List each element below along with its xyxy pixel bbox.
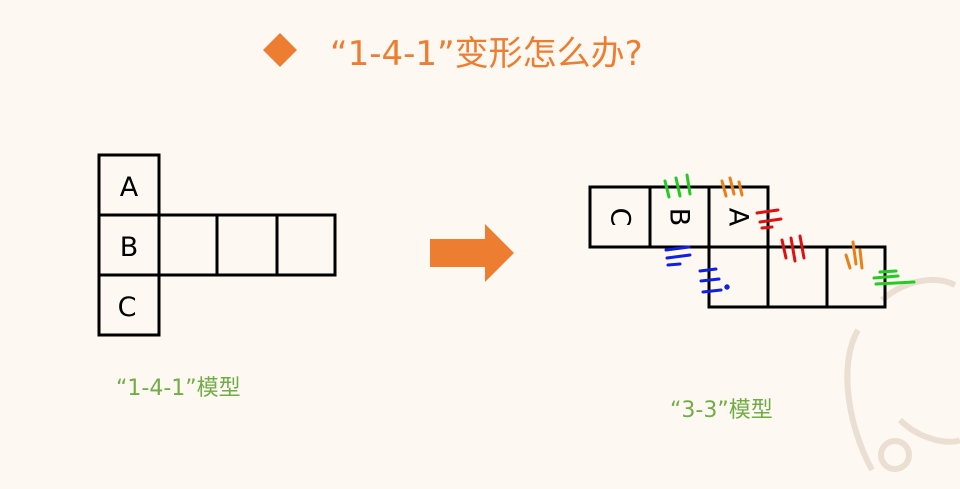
face-bottom-2 <box>766 245 829 309</box>
label-b-rotated: B <box>664 208 695 227</box>
face-row-3 <box>275 213 337 277</box>
label-c: C <box>118 292 137 323</box>
green-edge-marks-right <box>872 269 916 286</box>
label-b: B <box>120 232 139 263</box>
caption-1-4-1: “1-4-1”模型 <box>116 376 241 401</box>
caption-3-3: “3-3”模型 <box>670 398 773 423</box>
right-arrow-icon <box>430 224 514 282</box>
red-edge-marks-b <box>780 234 806 263</box>
label-a: A <box>120 172 139 203</box>
face-row-1 <box>157 213 219 277</box>
slide-title: “1-4-1”变形怎么办? <box>330 33 643 74</box>
orange-edge-marks-top <box>720 176 744 198</box>
net-3-3 <box>588 185 887 309</box>
face-row-2 <box>215 213 279 277</box>
label-a-rotated: A <box>723 208 754 227</box>
blue-edge-marks-b <box>664 245 692 267</box>
net-1-4-1 <box>97 153 337 337</box>
green-edge-marks-top <box>663 173 692 199</box>
face-bottom-1 <box>707 245 770 309</box>
blue-edge-marks-bottom <box>698 267 730 294</box>
orange-edge-marks-right <box>844 240 864 270</box>
label-c-rotated: C <box>605 208 636 227</box>
slide-title-row: “1-4-1”变形怎么办? <box>262 22 643 78</box>
face-c <box>97 273 161 337</box>
watermark-illustration <box>844 277 960 472</box>
red-edge-marks-a <box>755 208 783 230</box>
